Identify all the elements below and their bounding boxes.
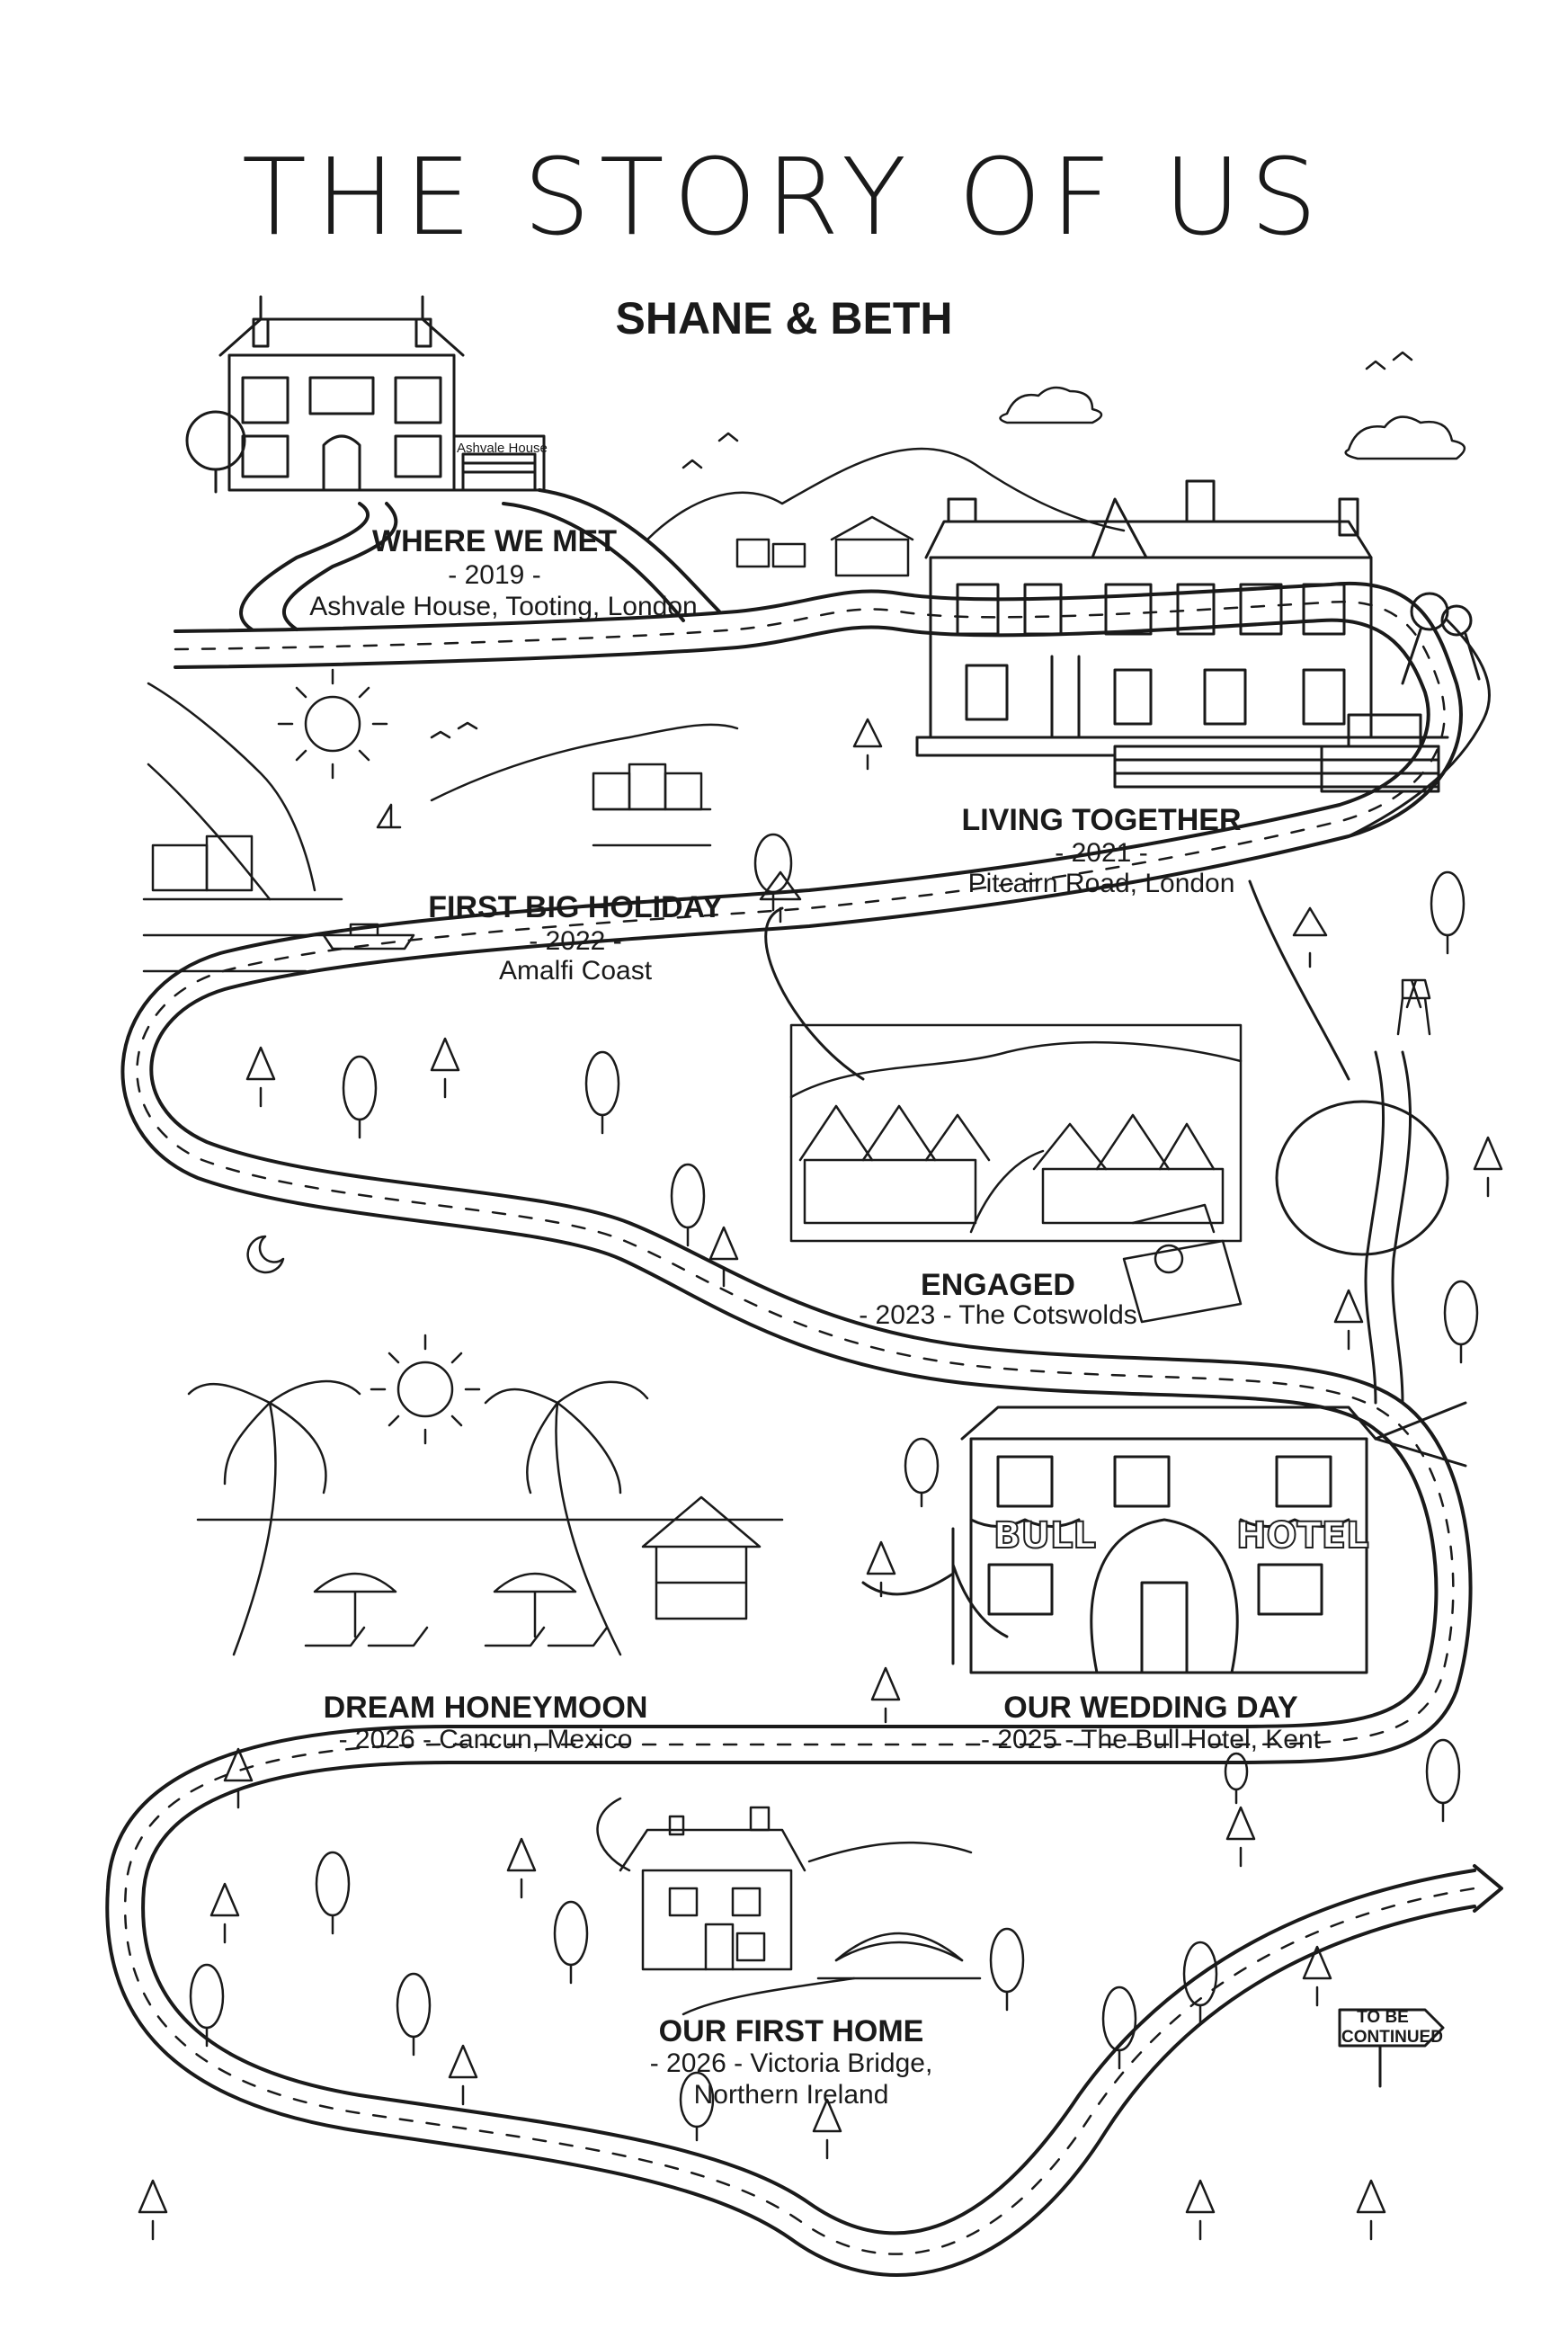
milestone-engaged-heading: ENGAGED <box>921 1268 1075 1302</box>
page-title: THE STORY OF US <box>241 135 1327 259</box>
hotel-sign: HOTEL <box>1235 1514 1370 1557</box>
bull-hotel-illustration <box>861 1401 1467 1674</box>
hills-illustration <box>646 351 1466 577</box>
continued-text: CONTINUED <box>1341 2028 1443 2047</box>
milestone-first-big-holiday-date: - 2022 - <box>529 926 622 956</box>
couple-names: SHANE & BETH <box>615 293 953 344</box>
milestone-honeymoon-line: - 2026 - Cancun, Mexico <box>338 1725 633 1754</box>
milestone-first-big-holiday-place: Amalfi Coast <box>498 956 653 986</box>
milestone-first-home-place2: Northern Ireland <box>693 2080 889 2110</box>
milestone-living-together-place: Pitcairn Road, London <box>967 869 1235 898</box>
to-be-text: TO BE <box>1357 2008 1409 2027</box>
to-be-continued-sign <box>1338 2008 1445 2088</box>
milestone-living-together-date: - 2021 - <box>1055 838 1148 868</box>
deer-illustration <box>1396 978 1431 1036</box>
first-home-illustration <box>596 1797 982 2016</box>
milestone-first-big-holiday-heading: FIRST BIG HOLIDAY <box>428 890 723 924</box>
milestone-honeymoon-heading: DREAM HONEYMOON <box>323 1691 648 1725</box>
milestone-first-home-heading: OUR FIRST HOME <box>658 2014 924 2048</box>
milestone-where-we-met-place: Ashvale House, Tooting, London <box>309 592 698 621</box>
terrace-houses-illustration <box>915 479 1481 793</box>
beach-illustration <box>187 1334 784 1656</box>
milestone-where-we-met-date: - 2019 - <box>448 560 541 590</box>
ashvale-house-illustration <box>185 295 546 494</box>
milestone-living-together-heading: LIVING TOGETHER <box>961 803 1242 837</box>
cotswolds-cottages-illustration <box>789 1023 1243 1324</box>
milestone-engaged-line: - 2023 - The Cotswolds <box>859 1300 1137 1330</box>
bull-sign: BULL <box>993 1514 1097 1557</box>
ashvale-house-sign: Ashvale House <box>457 441 548 456</box>
moon-icon <box>246 1235 285 1274</box>
milestone-first-home-date-place: - 2026 - Victoria Bridge, <box>649 2048 933 2078</box>
to-be-continued-sign-text: TO BE CONTINUED <box>1341 2008 1443 2048</box>
milestone-wedding-line: - 2025 - The Bull Hotel, Kent <box>981 1725 1321 1754</box>
winding-road <box>105 488 1503 2277</box>
amalfi-coast-illustration <box>142 668 739 973</box>
milestone-wedding-heading: OUR WEDDING DAY <box>1003 1691 1298 1725</box>
milestone-where-we-met-heading: WHERE WE MET <box>372 524 617 558</box>
trees <box>138 718 1503 2241</box>
